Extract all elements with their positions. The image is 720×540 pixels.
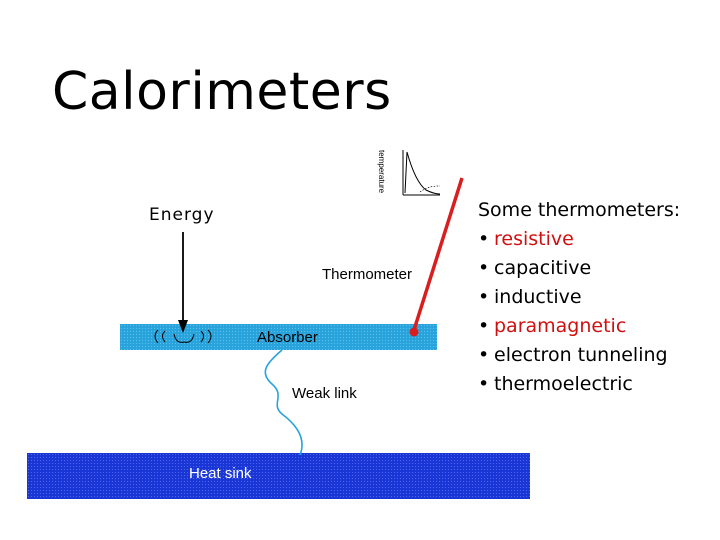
bullet-icon: • (478, 344, 490, 366)
thermometer (409, 177, 464, 337)
bullet-icon: • (478, 315, 490, 337)
inset-pulse-graph (402, 150, 441, 196)
bullet-icon: • (478, 257, 490, 279)
thermometer-label: Thermometer (322, 266, 413, 283)
absorber (120, 324, 437, 350)
list-item-text: electron tunneling (494, 344, 668, 366)
energy-arrow (178, 232, 188, 333)
energy-label: Energy (149, 205, 215, 225)
energy-ripples (154, 329, 212, 344)
weak-link (264, 349, 303, 456)
inset-y-label: temperature (377, 150, 386, 194)
bullet-icon: • (478, 228, 490, 250)
list-heading: Some thermometers: (478, 199, 681, 221)
heat-sink-label: Heat sink (189, 465, 252, 482)
list-item-text: paramagnetic (494, 315, 627, 337)
list-item-capacitive: •capacitive (478, 254, 680, 283)
list-item-thermoelectric: •thermoelectric (478, 370, 680, 399)
heat-sink (27, 453, 530, 499)
list-item-text: capacitive (494, 257, 592, 279)
bullet-icon: • (478, 286, 490, 308)
list-item-text: thermoelectric (494, 373, 633, 395)
list-item-inductive: •inductive (478, 283, 680, 312)
list-item-text: inductive (494, 286, 582, 308)
weak-link-label: Weak link (292, 385, 357, 402)
slide-title: Calorimeters (52, 62, 392, 122)
list-item-paramagnetic: •paramagnetic (478, 312, 680, 341)
bullet-icon: • (478, 373, 490, 395)
list-item-resistive: •resistive (478, 225, 680, 254)
list-item-electron-tunneling: •electron tunneling (478, 341, 680, 370)
list-item-text: resistive (494, 228, 574, 250)
absorber-label: Absorber (257, 329, 318, 346)
thermometer-list: Some thermometers: •resistive •capacitiv… (478, 196, 680, 399)
